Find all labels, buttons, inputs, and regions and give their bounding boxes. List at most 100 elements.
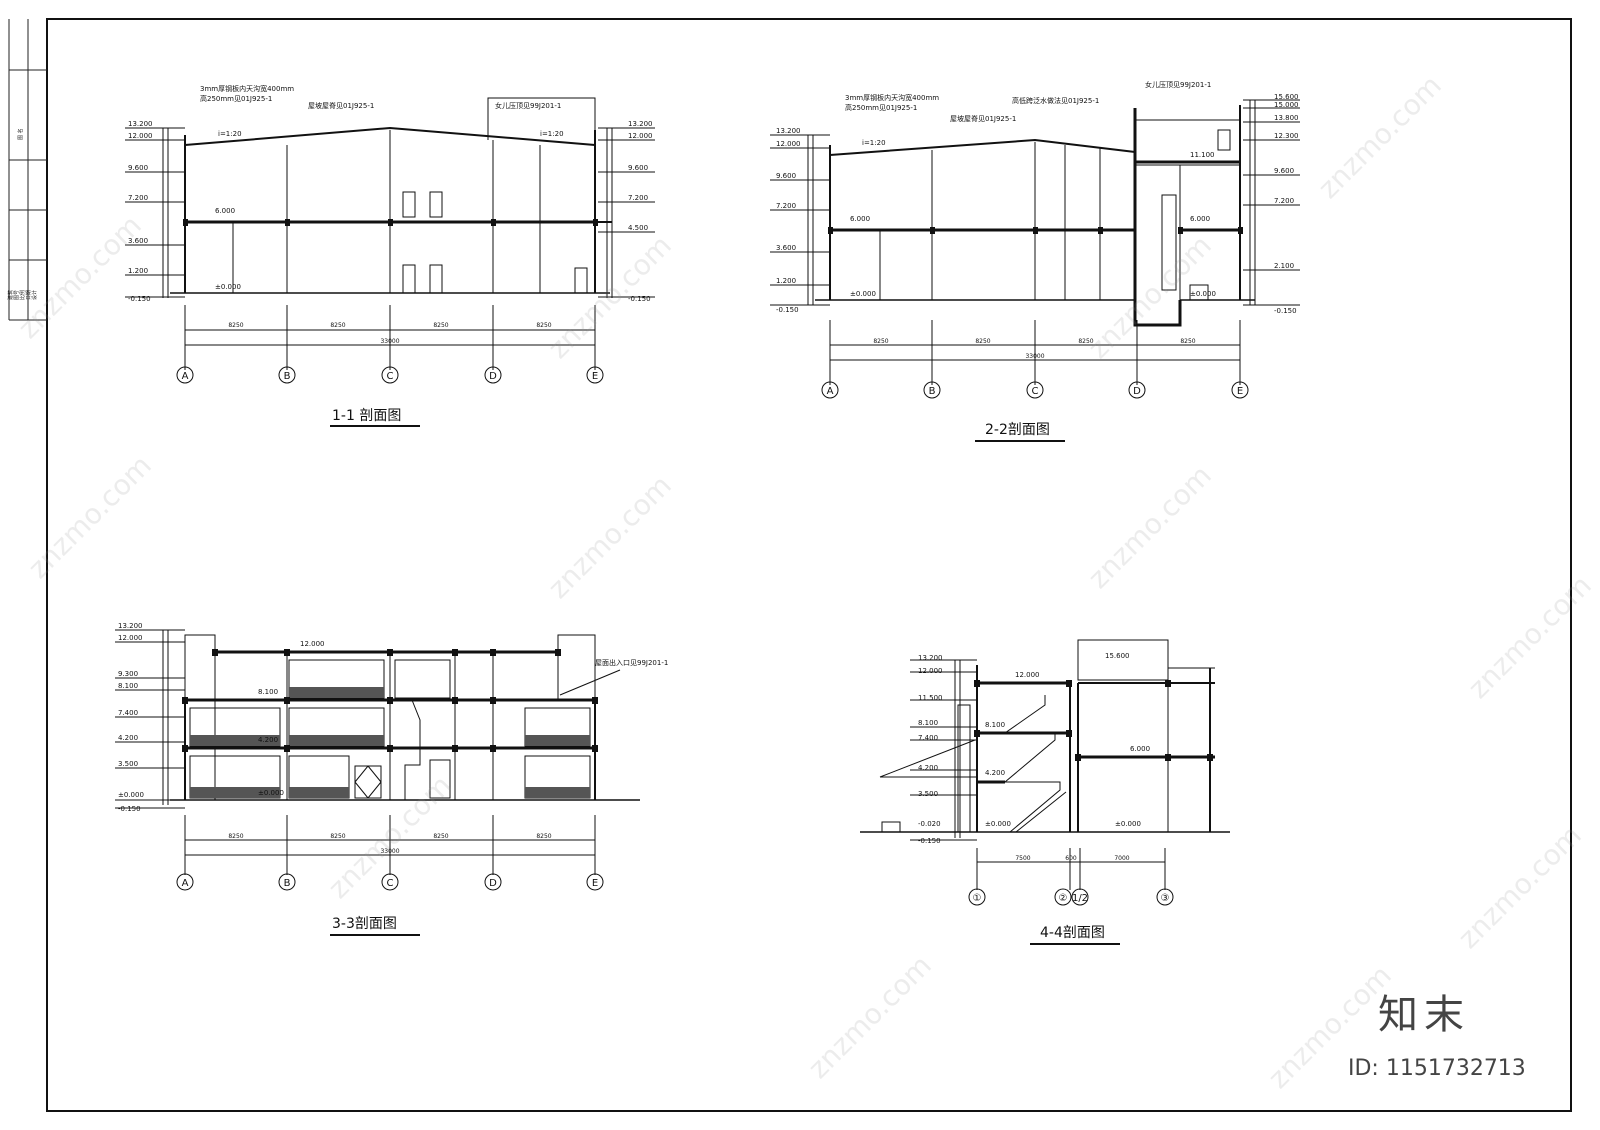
title-block-label: 图 名 (17, 128, 24, 140)
elevation-mark: 9.300 (118, 670, 138, 678)
elevation-mark: 7.400 (918, 734, 938, 742)
elevation-mark: 3.500 (918, 790, 938, 798)
elevation-mark: 12.000 (128, 132, 153, 140)
floor-level-label: 6.000 (850, 215, 870, 223)
bay-dimension: 8250 (873, 338, 888, 345)
section-4-4-drawing (860, 639, 1230, 945)
bay-dimension: 8250 (228, 322, 243, 329)
annotation-note: 3mm厚钢板内天沟宽400mm (200, 84, 294, 93)
title-block-label: 日期 (26, 290, 32, 300)
floor-level-label: ±0.000 (258, 789, 284, 797)
title-block-labels: 图 名建筑图号比例日期设计 (7, 128, 38, 300)
axis-bubble (484, 873, 502, 891)
axis-bubble (586, 366, 604, 384)
title-block-label: 设计 (31, 290, 38, 300)
bay-dimension: 8250 (433, 833, 448, 840)
elevation-mark: 9.600 (628, 164, 648, 172)
axis-label: ③ (1161, 893, 1170, 904)
axis-label: D (489, 371, 497, 382)
annotation-note: 屋面出入口见99J201-1 (595, 658, 668, 667)
watermark-site-text: znzmo.com (1312, 69, 1448, 205)
elevation-mark: ±0.000 (118, 791, 144, 799)
section-title: 3-3剖面图 (332, 916, 397, 932)
elevation-mark: -0.020 (918, 820, 941, 828)
title-block-label: 比例 (19, 290, 26, 300)
axis-label: D (1133, 386, 1141, 397)
annotation-note: 女儿压顶见99J201-1 (1145, 80, 1211, 89)
elevation-mark: 12.300 (1274, 132, 1299, 140)
axis-bubble (484, 366, 502, 384)
elevation-mark: 8.100 (918, 719, 938, 727)
elevation-mark: 11.500 (918, 694, 943, 702)
title-block-label: 图号 (14, 290, 20, 300)
axis-bubble (381, 873, 399, 891)
floor-level-label: 12.000 (1015, 671, 1040, 679)
section-2-2-drawing (770, 99, 1300, 442)
elevation-mark: -0.150 (128, 295, 151, 303)
axis-label: C (387, 371, 394, 382)
annotation-note: 女儿压顶见99J201-1 (495, 101, 561, 110)
bay-dimension: 600 (1065, 855, 1077, 862)
axis-bubble (1231, 381, 1249, 399)
axis-bubble (968, 888, 986, 906)
floor-level-label: 12.000 (300, 640, 325, 648)
axis-bubble (278, 873, 296, 891)
annotation-note: 高250mm见01J925-1 (845, 103, 917, 112)
axis-bubble (923, 381, 941, 399)
elevation-mark: 7.200 (1274, 197, 1294, 205)
bay-dimension: 7000 (1114, 855, 1129, 862)
sheet-border (46, 18, 1572, 1112)
watermark-site-text: znzmo.com (22, 449, 158, 585)
elevation-mark: 4.200 (918, 764, 938, 772)
axis-bubble (176, 366, 194, 384)
axis-bubble (1026, 381, 1044, 399)
axis-label: ① (973, 893, 982, 904)
annotation-note: i=1:20 (218, 130, 242, 138)
elevation-mark: 7.400 (118, 709, 138, 717)
floor-level-label: 8.100 (258, 688, 278, 696)
floor-level-label: 15.600 (1105, 652, 1130, 660)
elevation-mark: 2.100 (1274, 262, 1294, 270)
axis-bubble (586, 873, 604, 891)
section-title: 4-4剖面图 (1040, 925, 1105, 941)
floor-level-label: ±0.000 (985, 820, 1011, 828)
elevation-mark: 4.500 (628, 224, 648, 232)
floor-level-label: 4.200 (258, 736, 278, 744)
watermark-site-text: znzmo.com (542, 469, 678, 605)
elevation-mark: 13.200 (918, 654, 943, 662)
axis-bubble (278, 366, 296, 384)
total-dimension: 33000 (1025, 353, 1044, 360)
elevation-mark: -0.150 (628, 295, 651, 303)
elevation-mark: 12.000 (628, 132, 653, 140)
bay-dimension: 8250 (433, 322, 448, 329)
annotation-note: 高250mm见01J925-1 (200, 94, 272, 103)
watermark-site-text: znzmo.com (1082, 459, 1218, 595)
annotation-note: 高低跨泛水做法见01J925-1 (1012, 96, 1099, 105)
floor-level-label: 6.000 (1130, 745, 1150, 753)
watermark-site-text: znzmo.com (1452, 819, 1588, 955)
elevation-mark: -0.150 (776, 306, 799, 314)
axis-bubble (381, 366, 399, 384)
axis-label: C (387, 878, 394, 889)
watermark: 知末 ID: 1151732713 (1348, 992, 1526, 1081)
axis-bubble (1128, 381, 1146, 399)
floor-level-label: ±0.000 (215, 283, 241, 291)
watermark-site-text: znzmo.com (542, 229, 678, 365)
elevation-mark: 3.500 (118, 760, 138, 768)
watermark-site-text: znzmo.com (802, 949, 938, 1085)
elevation-mark: 15.600 (1274, 93, 1299, 101)
title-block-label: 建筑 (7, 290, 14, 300)
floor-level-label: 4.200 (985, 769, 1005, 777)
axis-label: A (827, 386, 834, 397)
elevation-mark: 1.200 (776, 277, 796, 285)
elevation-mark: -0.150 (1274, 307, 1297, 315)
axis-label: B (929, 386, 936, 397)
axis-label: ② (1059, 893, 1068, 904)
watermark-id: ID: 1151732713 (1348, 1056, 1526, 1081)
total-dimension: 33000 (380, 848, 399, 855)
elevation-mark: 15.000 (1274, 101, 1299, 109)
elevation-mark: 9.600 (776, 172, 796, 180)
elevation-mark: 8.100 (118, 682, 138, 690)
axis-label: B (284, 878, 291, 889)
